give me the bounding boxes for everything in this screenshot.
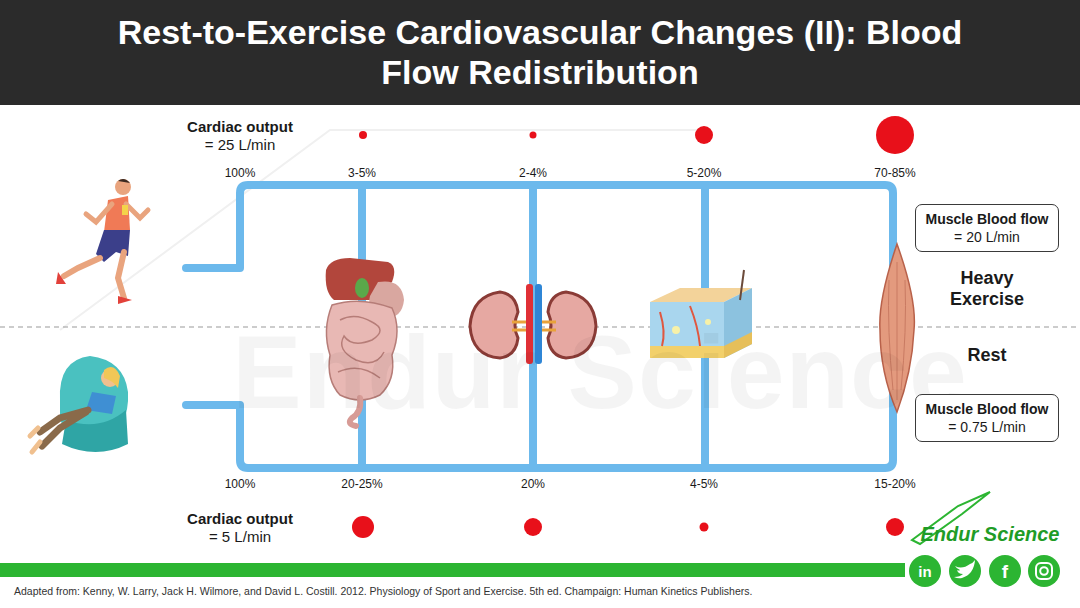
state-label: Rest bbox=[967, 345, 1006, 366]
percent-label: 20-25% bbox=[341, 477, 382, 491]
social-icon-text: in bbox=[918, 563, 931, 580]
percent-label: 15-20% bbox=[874, 477, 915, 491]
instagram-icon bbox=[1040, 567, 1048, 575]
logo-text: Endur Science bbox=[921, 523, 1060, 546]
percent-label: 2-4% bbox=[519, 166, 547, 180]
percent-label: 5-20% bbox=[687, 166, 722, 180]
percent-label: 100% bbox=[225, 166, 256, 180]
state-label: Heavy Exercise bbox=[939, 268, 1035, 310]
axis-label: Cardiac output bbox=[187, 118, 293, 135]
watermark: Endur Science bbox=[232, 313, 967, 432]
percent-label: 70-85% bbox=[874, 166, 915, 180]
percent-label: 20% bbox=[521, 477, 545, 491]
title-text: Rest-to-Exercise Cardiovascular Changes … bbox=[90, 12, 990, 92]
runner-figure bbox=[56, 179, 148, 304]
resting-figure bbox=[30, 356, 128, 452]
percent-label: 100% bbox=[225, 477, 256, 491]
title-bar bbox=[0, 0, 1080, 105]
percent-label: 4-5% bbox=[690, 477, 718, 491]
box-heading: Muscle Blood flow bbox=[926, 210, 1049, 228]
value-label: = 5 L/min bbox=[209, 528, 271, 545]
bottom-bar bbox=[0, 563, 905, 577]
flow-box: Muscle Blood flow= 0.75 L/min bbox=[915, 394, 1060, 442]
flow-box: Muscle Blood flow= 20 L/min bbox=[915, 204, 1060, 252]
axis-label: Cardiac output bbox=[187, 510, 293, 527]
value-label: = 25 L/min bbox=[205, 136, 275, 153]
twitter-icon bbox=[954, 560, 975, 578]
source-note: Adapted from: Kenny, W. Larry, Jack H. W… bbox=[14, 585, 752, 597]
instagram-icon bbox=[1036, 563, 1052, 579]
social-icons bbox=[909, 555, 1060, 587]
box-value: = 20 L/min bbox=[926, 228, 1049, 246]
background-stroke bbox=[60, 130, 700, 330]
box-value: = 0.75 L/min bbox=[926, 418, 1049, 436]
percent-label: 3-5% bbox=[348, 166, 376, 180]
box-heading: Muscle Blood flow bbox=[926, 400, 1049, 418]
social-icon-text: f bbox=[1002, 561, 1008, 583]
